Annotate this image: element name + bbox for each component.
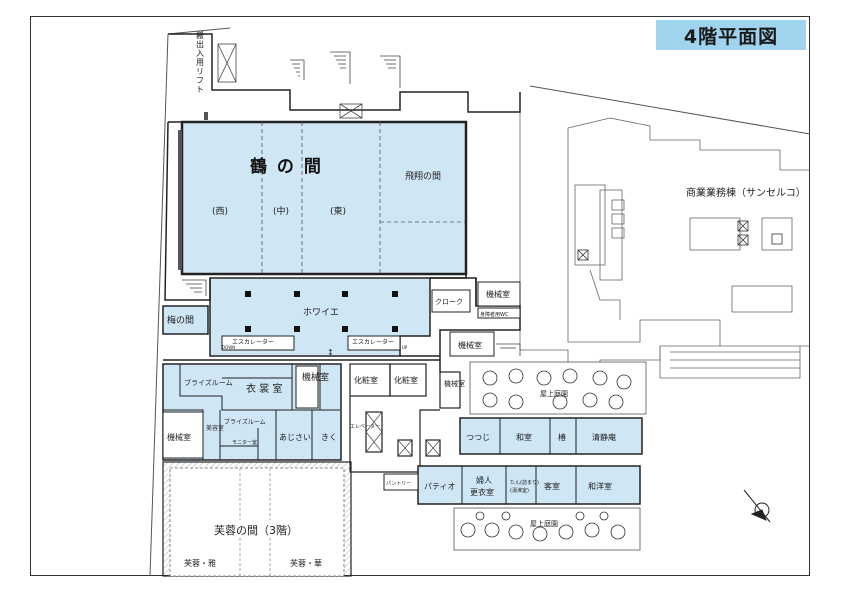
commercial-building	[519, 92, 810, 381]
service-x-marks	[365, 411, 441, 457]
lower-left-walls	[163, 364, 340, 460]
machine-room-2-label: 機械室	[458, 340, 482, 350]
ajisai-label: あじさい	[279, 433, 311, 442]
tsuru-hall-label: 鶴 の 間	[250, 156, 323, 177]
escalator-left-label: エスカレーター	[232, 338, 274, 346]
powder-room-2-label: 化粧室	[394, 375, 418, 385]
commercial-building-label: 商業業務棟（サンセルコ）	[686, 186, 806, 199]
foyer-arrow: ↕	[327, 348, 334, 357]
machine-room-1-label: 機械室	[486, 289, 510, 299]
tsuru-east-label: (東)	[330, 205, 346, 217]
accessible-wc-label: 身障者用WC	[480, 311, 509, 318]
lift-label: 搬出入用リフト	[196, 30, 204, 94]
north-arrow-icon	[743, 489, 771, 523]
machine-room-3-label: 機械室	[302, 371, 329, 383]
foyer-label: ホワイエ	[303, 307, 339, 318]
elevator-marks	[577, 220, 783, 261]
pantry	[383, 473, 419, 491]
garden-trees-lower	[460, 511, 626, 542]
escalator-down-label: DOWN	[222, 345, 235, 350]
kyakushitsu-label: 客室	[544, 481, 560, 491]
fujin-label: 婦人更衣室	[470, 475, 494, 497]
fuyo-ga-label: 芙蓉・雅	[184, 558, 216, 568]
floor-title: 4階平面図	[656, 20, 806, 50]
site-boundary	[149, 27, 811, 577]
machine-room-2	[449, 331, 495, 357]
patio-label: パティオ	[424, 482, 456, 491]
fuyo-ka-label: 芙蓉・華	[290, 558, 322, 568]
fuyo-partitions	[239, 468, 271, 576]
kiku-label: きく	[321, 433, 337, 442]
hisho-hall-label: 飛翔の間	[405, 170, 441, 182]
tsuru-west-label: (西)	[212, 206, 228, 217]
monitor-room-label: モニター室	[232, 439, 257, 446]
japanese-rooms	[459, 417, 643, 455]
escalator-right	[347, 335, 401, 351]
tsutsuji-label: つつじ	[466, 433, 490, 442]
foyer-columns	[245, 291, 398, 332]
bridal-room-a-label: ブライズルーム	[184, 378, 233, 387]
powder-room-1-label: 化粧室	[354, 375, 378, 385]
ume-room-label: 梅の間	[167, 314, 194, 326]
escalator-up-label: UP	[402, 345, 408, 350]
bridal-room-b-label: ブライズルーム	[224, 418, 266, 426]
tanomi-label: たん(詰まり)(湯沸室)	[510, 479, 539, 494]
rooftop-garden-upper-label: 屋上庭園	[540, 389, 568, 398]
ume-room	[162, 305, 209, 335]
pantry-label: パントリー	[386, 481, 411, 487]
elevator-label: エレベーター	[350, 423, 380, 430]
cloak-room-label: クローク	[435, 298, 463, 306]
wayoshitsu-label: 和洋室	[588, 481, 612, 491]
cloak-room	[431, 289, 471, 313]
wall-columns	[178, 112, 208, 270]
costume-room-label: 衣 裳 室	[246, 382, 282, 395]
machine-room-3	[295, 365, 319, 409]
machine-room-4-label: 機械室	[167, 432, 191, 442]
machine-room-1	[477, 281, 521, 307]
machine-room-4	[162, 411, 204, 459]
tsuru-hall	[180, 120, 468, 276]
beauty-room-label: 美容室	[206, 424, 224, 432]
washitsu-label: 和室	[516, 432, 532, 442]
tsuru-center-label: (中)	[273, 205, 289, 217]
garden-trees-upper	[482, 368, 632, 410]
japanese-rooms-walls	[499, 418, 577, 454]
escalator-right-label: エスカレーター	[352, 338, 394, 346]
fuyo-hall-label: 芙蓉の間（3階）	[214, 523, 298, 537]
stairs-upper	[182, 43, 521, 356]
escalator-left	[221, 335, 295, 351]
machine-room-5-label: 機械室	[444, 379, 465, 388]
accessible-wc	[477, 307, 521, 319]
seijoan-label: 清静庵	[592, 432, 616, 442]
hall-partitions	[261, 122, 466, 274]
fuyo-label-bg	[210, 520, 310, 538]
rooftop-garden-lower-label: 屋上庭園	[530, 519, 558, 528]
patio-row-walls	[461, 466, 577, 504]
tsubaki-label: 椿	[558, 432, 566, 442]
